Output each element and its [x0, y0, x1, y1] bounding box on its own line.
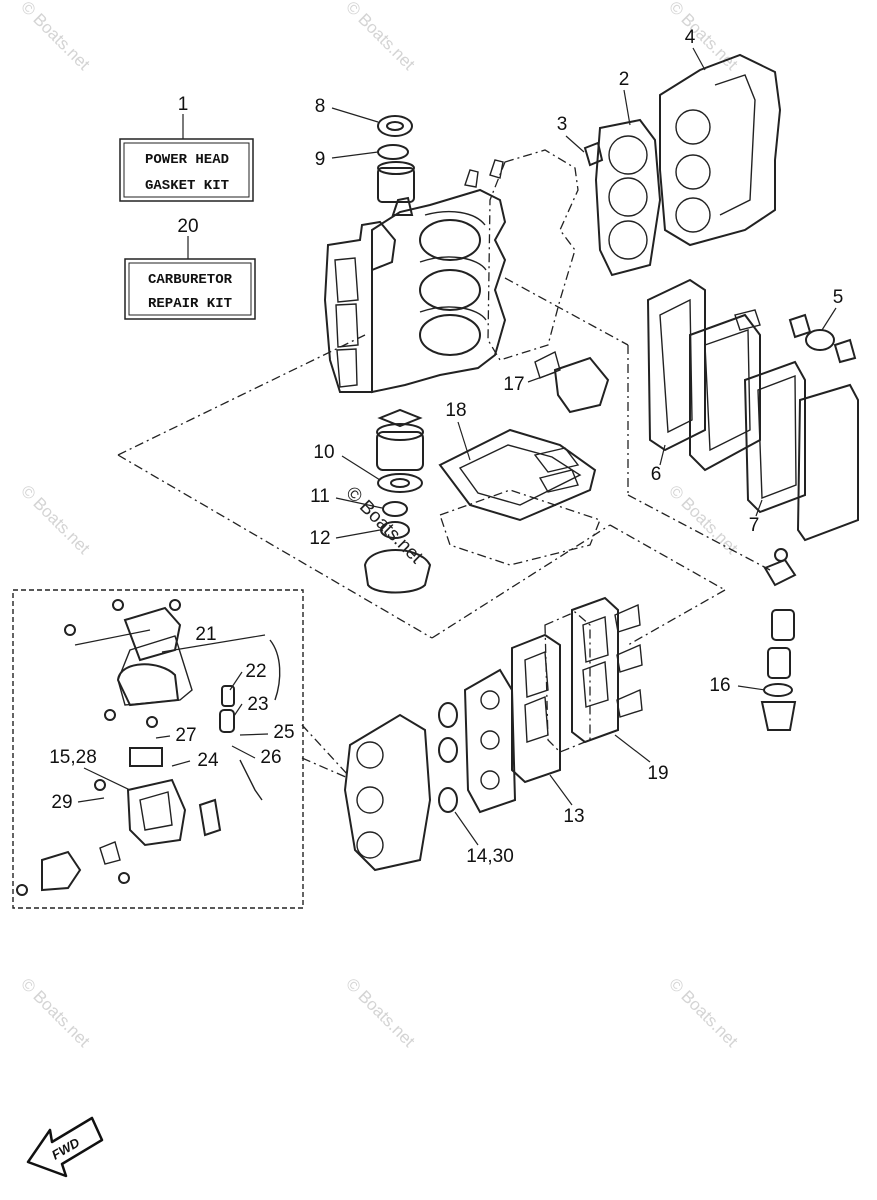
- callout-24: 24: [197, 750, 219, 771]
- watermarks: © Boats.net © Boats.net © Boats.net © Bo…: [17, 0, 742, 1051]
- head-bolt: [583, 141, 604, 167]
- callout-15-28: 15,28: [49, 747, 97, 768]
- callout-11: 11: [310, 486, 330, 507]
- top-seal-parts: [377, 115, 415, 203]
- kit-title-line2: REPAIR KIT: [148, 296, 232, 312]
- callout-18: 18: [445, 400, 466, 421]
- callout-17: 17: [503, 374, 524, 395]
- callout-9: 9: [315, 149, 326, 170]
- watermark: © Boats.net: [17, 0, 94, 74]
- water-pump-parts: [760, 548, 797, 731]
- fwd-label: FWD: [49, 1135, 83, 1163]
- callout-14-30: 14,30: [466, 846, 514, 867]
- exhaust-cover-group: [646, 278, 859, 542]
- callout-12: 12: [309, 528, 330, 549]
- callout-23: 23: [247, 694, 268, 715]
- cylinder-block-assembly: [323, 149, 579, 394]
- assembly-dash-lines: [117, 277, 771, 779]
- kit-title-line2: GASKET KIT: [145, 178, 229, 194]
- forward-arrow-icon: FWD: [26, 1116, 104, 1178]
- callout-16: 16: [709, 675, 730, 696]
- crankshaft-bearing-parts: [363, 408, 432, 594]
- callout-8: 8: [315, 96, 326, 117]
- callout-25: 25: [273, 722, 294, 743]
- watermark: © Boats.net: [665, 481, 742, 558]
- callout-19: 19: [647, 763, 668, 784]
- watermark: © Boats.net: [342, 974, 419, 1051]
- callout-6: 6: [651, 464, 662, 485]
- watermark: © Boats.net: [665, 0, 742, 74]
- kit-title-line1: CARBURETOR: [148, 272, 233, 288]
- callout-22: 22: [245, 661, 266, 682]
- kit-number: 20: [177, 216, 198, 237]
- callout-13: 13: [563, 806, 584, 827]
- cylinder-head: [659, 53, 782, 247]
- callout-3: 3: [557, 114, 568, 135]
- carburetor-group: [12, 589, 304, 909]
- callout-29: 29: [51, 792, 72, 813]
- callouts: 2 3 4 5 6 7 8 9 10 11 12 13 14,30 15,28 …: [49, 27, 843, 867]
- cylinder-head-gasket: [594, 118, 662, 277]
- kit-number: 1: [178, 94, 189, 115]
- watermark: © Boats.net: [17, 481, 94, 558]
- watermark: © Boats.net: [665, 974, 742, 1051]
- kit-title-line1: POWER HEAD: [145, 152, 229, 168]
- intake-manifold-group: [343, 596, 643, 872]
- carburetor-repair-kit-label: 20 CARBURETOR REPAIR KIT: [124, 216, 256, 320]
- callout-21: 21: [195, 624, 216, 645]
- callout-27: 27: [175, 725, 196, 746]
- watermark: © Boats.net: [17, 974, 94, 1051]
- callout-26: 26: [260, 747, 281, 768]
- power-head-gasket-kit-label: 1 POWER HEAD GASKET KIT: [119, 94, 254, 202]
- base-gasket-18: [438, 428, 601, 566]
- callout-10: 10: [313, 442, 334, 463]
- callout-4: 4: [685, 27, 696, 48]
- callout-5: 5: [833, 287, 844, 308]
- callout-2: 2: [619, 69, 630, 90]
- callout-7: 7: [749, 515, 760, 536]
- watermark: © Boats.net: [342, 0, 419, 74]
- small-cover-17: [534, 350, 610, 414]
